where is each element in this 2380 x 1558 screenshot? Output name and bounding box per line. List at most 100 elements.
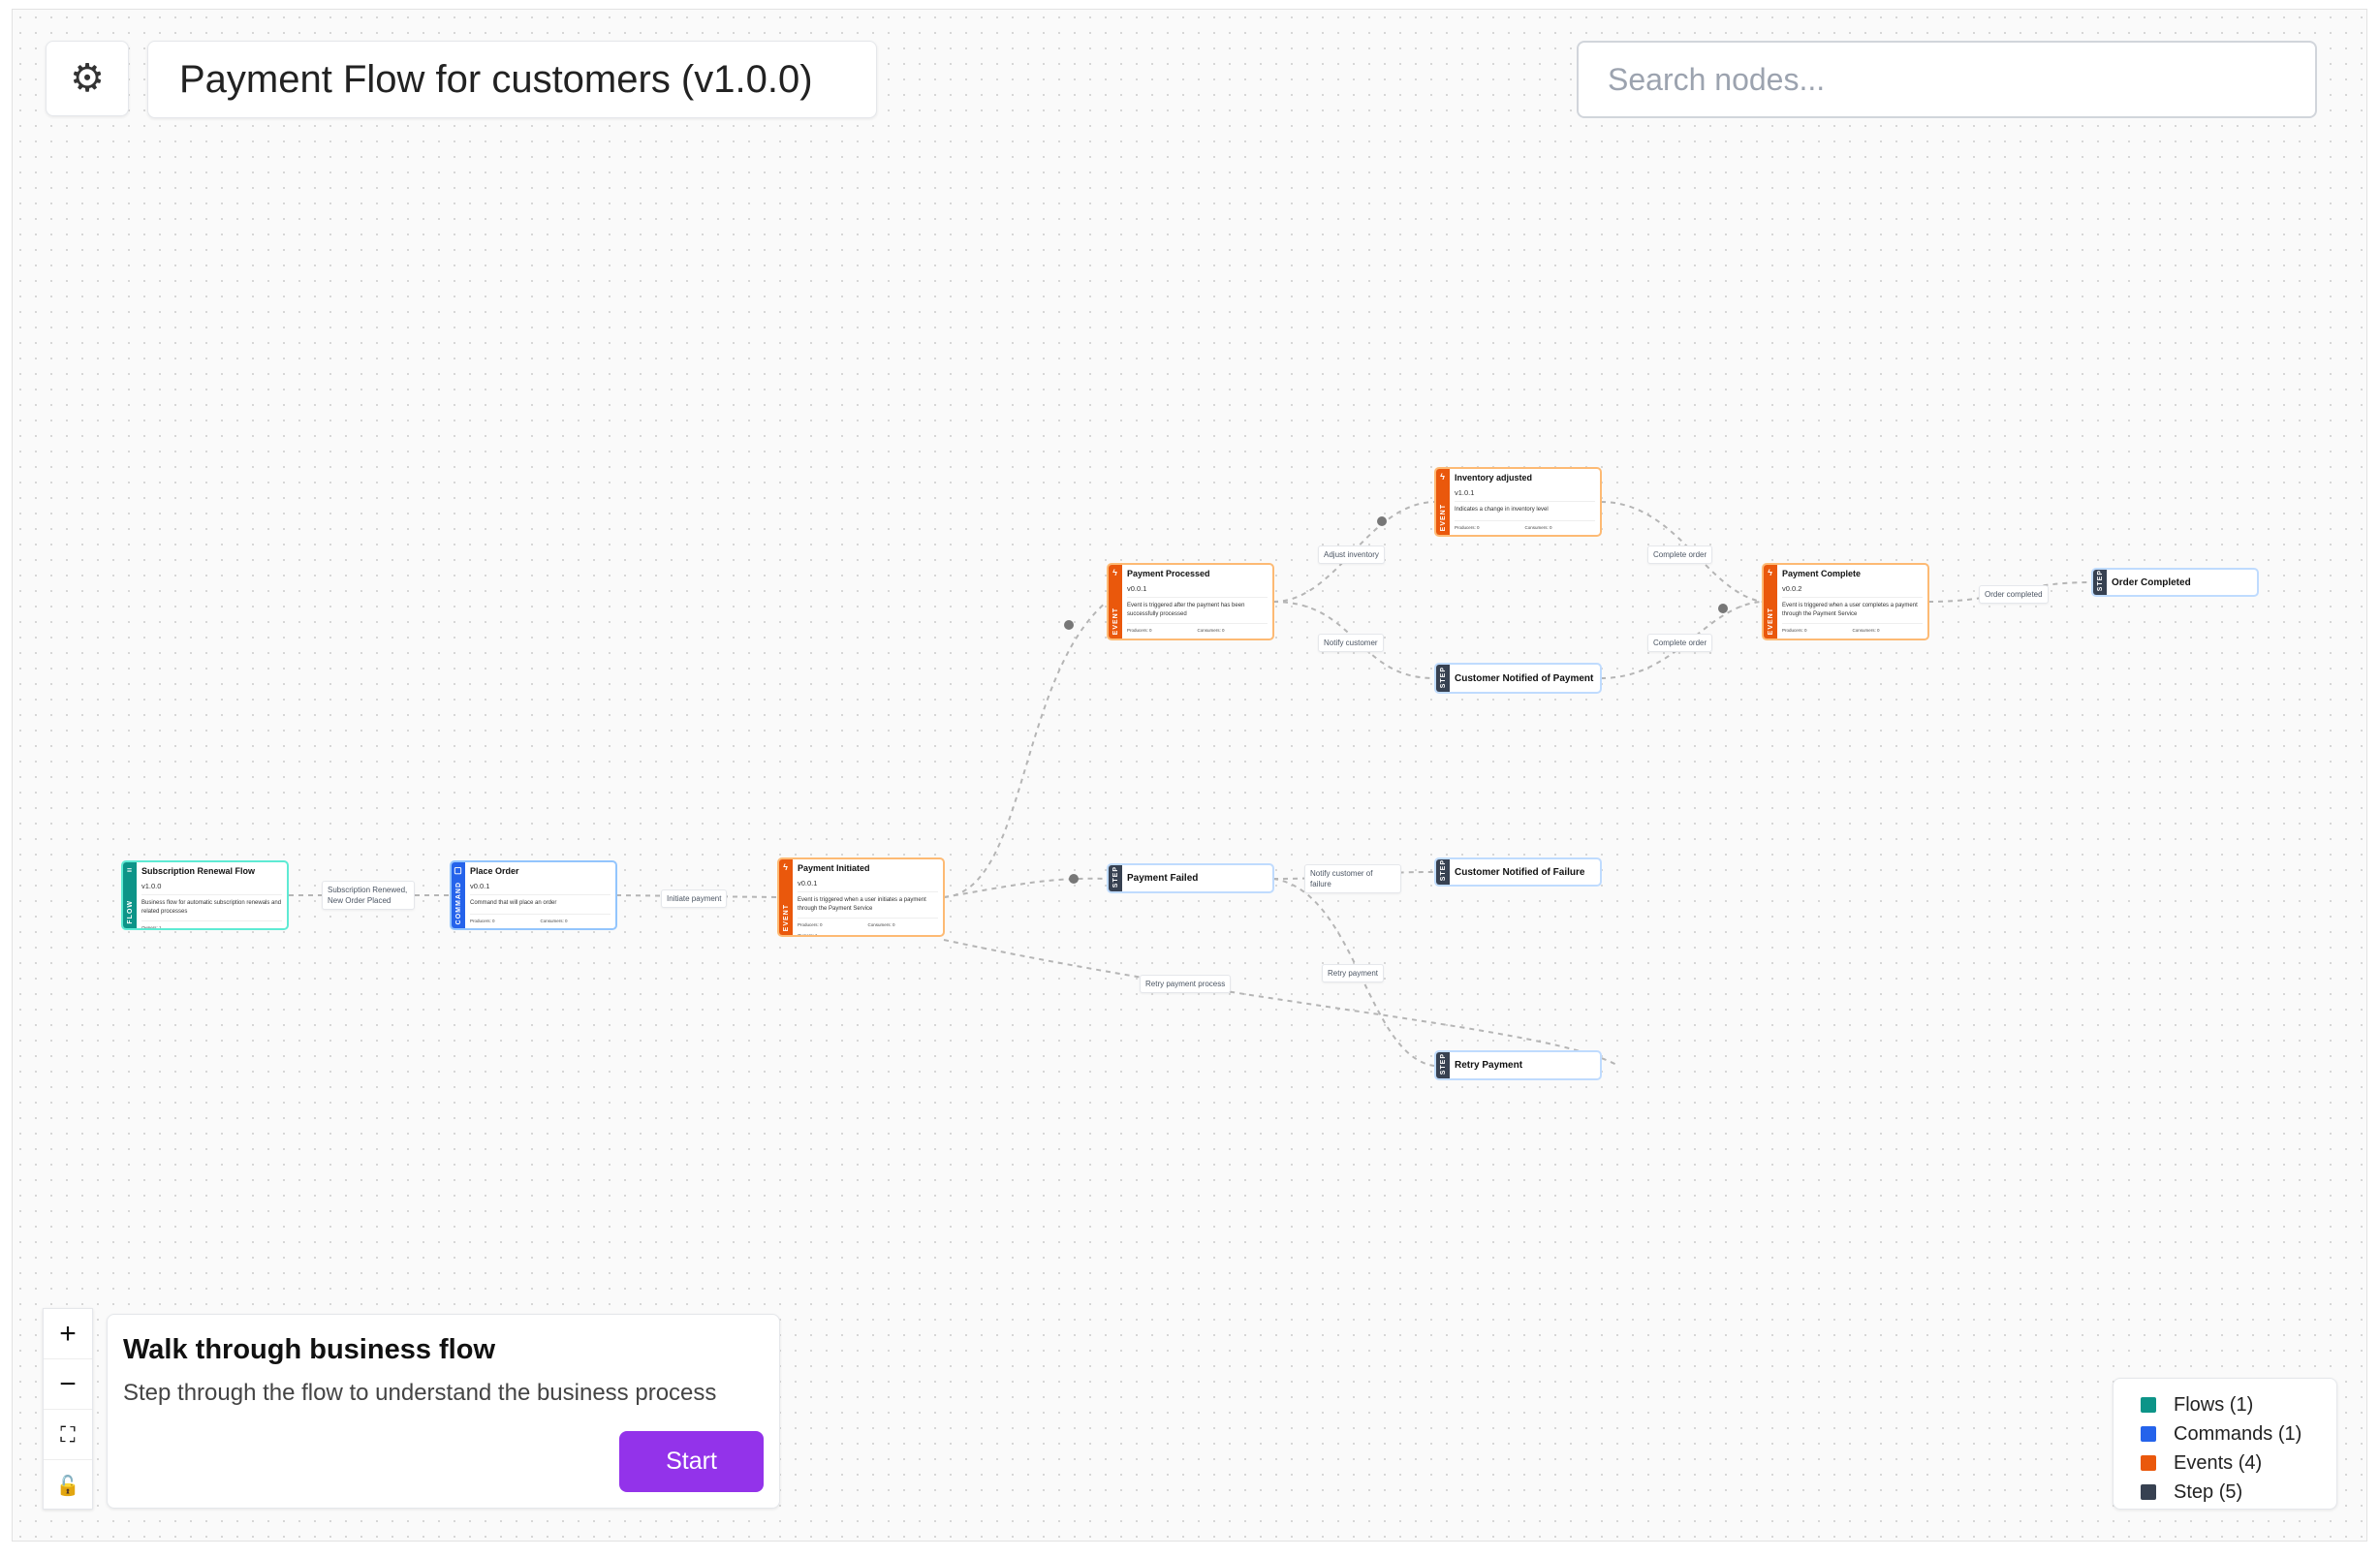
legend-swatch (2141, 1484, 2156, 1500)
node-type-label: EVENT (782, 903, 790, 931)
edge (1272, 871, 1435, 880)
walkthrough-subtitle: Step through the flow to understand the … (123, 1380, 717, 1406)
page-title: Payment Flow for customers (v1.0.0) (147, 41, 877, 118)
node-type-label: FLOW (126, 900, 134, 924)
node-type-label: STEP (2096, 569, 2104, 591)
legend: Flows (1) Commands (1)Events (4) Step (5) (2113, 1378, 2337, 1510)
node-title: Payment Initiated (798, 863, 870, 873)
command-icon: ▢ (454, 865, 463, 875)
settings-button[interactable]: ⚙ (46, 41, 129, 116)
node-type-strip: ▢ COMMAND (452, 862, 465, 928)
node-title: Customer Notified of Payment (1455, 672, 1594, 684)
edge-label: Order completed (1979, 585, 2049, 604)
edge (1272, 501, 1435, 603)
flow-icon: ≡ (126, 865, 134, 875)
node-owners: Owners: 1 (798, 933, 818, 937)
node-title: Inventory adjusted (1455, 473, 1533, 483)
gear-icon: ⚙ (70, 57, 105, 100)
node-owners: Owners: 0 (470, 929, 541, 930)
node-type-label: COMMAND (454, 881, 462, 924)
node-consumers: Consumers: 0 (1524, 525, 1552, 530)
node-type-label: STEP (1112, 865, 1119, 888)
node-title: Payment Processed (1127, 569, 1210, 578)
node-producers: Producers: 0 (798, 922, 823, 927)
node-owners: Owners: 1 (1782, 639, 1853, 640)
fit-view-button[interactable]: ⛶ (44, 1410, 92, 1460)
event-icon: ϟ (1768, 568, 1773, 577)
node-owners: Owners: 0 (1455, 536, 1525, 537)
node-step[interactable]: STEP Retry Payment (1434, 1050, 1602, 1080)
node-producers: Producers: 0 (1455, 525, 1480, 530)
legend-item: Flows (1) (2141, 1390, 2309, 1419)
legend-item: Commands (1) (2141, 1419, 2309, 1449)
zoom-in-button[interactable]: + (44, 1309, 92, 1359)
edge-label: Retry payment process (1140, 975, 1232, 993)
node-producers: Producers: 0 (1127, 628, 1152, 633)
zoom-controls: + − ⛶ 🔓 (43, 1308, 93, 1510)
edge-label: Complete order (1647, 634, 1713, 652)
edge (943, 939, 1619, 1067)
node-type-label: STEP (1439, 1052, 1447, 1075)
edge-label: Adjust inventory (1318, 545, 1385, 564)
node-version: v0.0.1 (470, 882, 611, 895)
flow-canvas[interactable] (12, 9, 2367, 1542)
node-type-strip: STEP (1436, 859, 1450, 885)
legend-label: Events (4) (2174, 1451, 2263, 1474)
event-icon: ϟ (783, 862, 789, 872)
edge (943, 601, 1108, 898)
edge (943, 877, 1108, 898)
node-type-strip: ≡ FLOW (123, 862, 137, 928)
node-type-label: EVENT (1112, 607, 1119, 635)
node-version: v0.0.1 (798, 879, 938, 892)
node-step[interactable]: STEP Payment Failed (1107, 863, 1274, 893)
node-owners: Owners: 1 (141, 925, 162, 930)
node-title: Retry Payment (1455, 1060, 1523, 1071)
edge (1272, 601, 1435, 679)
node-step[interactable]: STEP Customer Notified of Payment (1434, 663, 1602, 694)
node-version: v1.0.0 (141, 882, 282, 895)
node-owners: Owners: 1 (1127, 639, 1198, 640)
node-type-label: EVENT (1439, 503, 1447, 531)
node-version: v1.0.1 (1455, 488, 1595, 502)
node-type-label: STEP (1439, 666, 1447, 688)
node-consumers: Consumers: 0 (867, 922, 895, 927)
node-type-label: EVENT (1767, 607, 1774, 635)
node-title: Payment Failed (1127, 873, 1199, 884)
walkthrough-panel: Walk through business flow Step through … (107, 1314, 780, 1509)
node-type-strip: STEP (1436, 1052, 1450, 1078)
edge-label: Notify customer of failure (1304, 864, 1401, 893)
zoom-out-button[interactable]: − (44, 1359, 92, 1410)
node-title: Payment Complete (1782, 569, 1862, 578)
legend-item: Step (5) (2141, 1478, 2309, 1507)
node-description: Indicates a change in inventory level (1455, 502, 1595, 521)
legend-label: Step (5) (2174, 1480, 2243, 1503)
edge-label: Subscription Renewed, New Order Placed (322, 881, 415, 910)
node-description: Event is triggered when a user initiates… (798, 892, 938, 919)
node-type-strip: STEP (1436, 665, 1450, 692)
node-type-strip: STEP (1109, 865, 1122, 891)
edge-label: Initiate payment (661, 889, 728, 908)
start-button[interactable]: Start (619, 1431, 764, 1492)
legend-label: Flows (1) (2174, 1393, 2254, 1416)
edge-label: Notify customer (1318, 634, 1384, 652)
node-type-strip: STEP (2093, 570, 2107, 595)
node-description: Event is triggered when a user completes… (1782, 598, 1923, 624)
node-type-label: STEP (1439, 858, 1447, 881)
node-description: Command that will place an order (470, 895, 611, 915)
lock-button[interactable]: 🔓 (55, 1475, 80, 1497)
node-consumers: Consumers: 0 (540, 919, 568, 923)
search-input[interactable]: Search nodes... (1577, 41, 2317, 118)
